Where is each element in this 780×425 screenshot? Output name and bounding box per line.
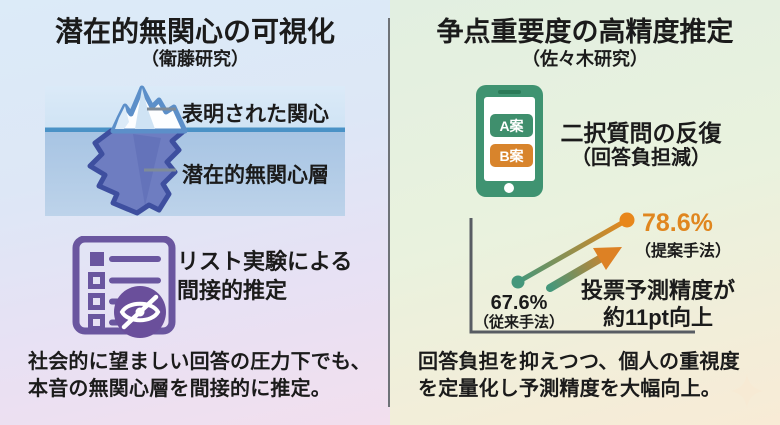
right-summary: 回答負担を抑えつつ、個人の重視度 を定量化し予測精度を大幅向上。 (418, 349, 740, 402)
list-experiment-line1: リスト実験による (177, 249, 353, 274)
right-panel-subtitle: （佐々木研究） (522, 49, 648, 69)
panel-divider (388, 18, 390, 407)
baseline-caption: （従来手法） (473, 314, 564, 331)
list-experiment-text: リスト実験による 間接的推定 (177, 247, 352, 305)
proposed-value: 78.6% (642, 209, 713, 237)
binary-question-line1: 二択質問の反復 (560, 120, 722, 146)
iceberg-illustration (45, 85, 345, 216)
chart-axes (469, 218, 695, 334)
smartphone-icon: A案 B案 (476, 85, 543, 197)
list-experiment-line2: 間接的推定 (177, 278, 288, 303)
iceberg-underwater (87, 128, 187, 216)
trend-line (515, 217, 630, 285)
phone-home-button (504, 183, 514, 193)
left-summary-line2: 本音の無関心層を間接的に推定。 (28, 377, 331, 400)
option-b-button: B案 (488, 142, 535, 169)
baseline-value: 67.6% (490, 292, 548, 314)
left-panel-title: 潜在的無関心の可視化 (54, 16, 335, 47)
eye-off-icon (114, 286, 166, 338)
proposed-data-point (619, 212, 635, 228)
iceberg-facet-1 (135, 88, 155, 129)
phone-speaker (498, 90, 521, 94)
right-panel-issue-importance: 争点重要度の高精度推定 （佐々木研究） A案 B案 二択質問の反復 （回答負担減… (390, 0, 780, 425)
latent-indifference-label: 潜在的無関心層 (182, 164, 329, 187)
binary-question-line2: （回答負担減） (571, 147, 711, 169)
left-panel-subtitle: （衛藤研究） (141, 49, 249, 69)
sky-background (45, 86, 345, 131)
left-summary-line1: 社会的に望ましい回答の圧力下でも、 (28, 351, 371, 373)
waterline (45, 127, 345, 132)
iceberg-facet-2 (115, 106, 129, 129)
left-summary: 社会的に望ましい回答の圧力下でも、 本音の無関心層を間接的に推定。 (28, 349, 371, 402)
expressed-interest-label: 表明された関心 (182, 103, 329, 126)
proposed-caption: （提案手法） (635, 243, 732, 260)
option-a-button: A案 (488, 112, 535, 139)
list-experiment-icon (72, 236, 176, 338)
baseline-data-point (511, 275, 525, 289)
right-summary-line1: 回答負担を抑えつつ、個人の重視度 (418, 351, 740, 373)
improvement-arrow (546, 247, 622, 292)
improvement-chart (469, 212, 695, 334)
sparkle-icon (730, 374, 764, 408)
chart-annotation-line2: 約11pt向上 (602, 305, 714, 330)
right-summary-line2: を定量化し予測精度を大幅向上。 (418, 377, 721, 400)
phone-screen: A案 B案 (484, 97, 535, 181)
chart-annotation-line1: 投票予測精度が (580, 278, 735, 303)
right-panel-title: 争点重要度の高精度推定 (436, 17, 734, 47)
left-panel-latent-indifference: 潜在的無関心の可視化 （衛藤研究） 表明された関心 潜在的無 (0, 0, 390, 425)
